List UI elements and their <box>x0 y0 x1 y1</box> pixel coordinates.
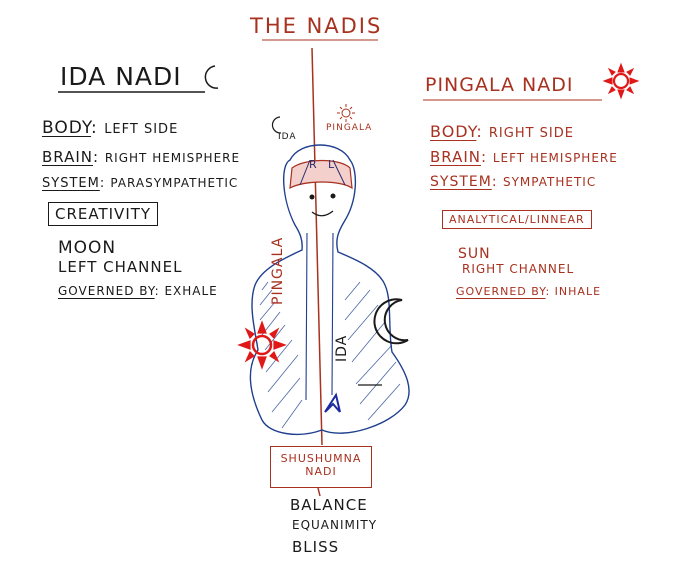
pingala-system-row: System: Sympathetic <box>430 174 597 190</box>
channel-pingala-label: Pingala <box>270 236 286 305</box>
large-moon-icon <box>373 298 409 345</box>
ida-body-value: Left Side <box>104 122 179 137</box>
head-l-label: L <box>328 158 336 171</box>
ida-quality-box: Creativity <box>48 202 159 226</box>
center-line2: Equanimity <box>292 518 378 532</box>
base-arrow <box>324 392 341 413</box>
ida-tag: Ida <box>278 132 297 142</box>
pingala-governed-value: Inhale <box>554 285 602 298</box>
pingala-small-sun-icon <box>337 104 355 122</box>
ida-brain-row: Brain: Right Hemisphere <box>42 148 241 166</box>
body-outline <box>249 144 410 435</box>
pingala-heading-sun-icon <box>602 62 640 100</box>
ida-system-value: Parasympathetic <box>110 176 239 190</box>
pingala-system-label: System <box>430 174 492 190</box>
pingala-body-label: Body <box>430 122 477 141</box>
page-title: The Nadis <box>250 14 383 38</box>
shushumna-line2: Nadi <box>305 465 337 478</box>
body-shading <box>259 281 401 429</box>
center-line3: Bliss <box>292 538 340 556</box>
ida-line2: Left Channel <box>58 258 183 276</box>
pingala-line2: Right Channel <box>462 262 575 276</box>
ida-brain-value: Right Hemisphere <box>104 151 241 165</box>
pingala-system-value: Sympathetic <box>502 175 597 189</box>
ida-brain-label: Brain <box>42 148 94 166</box>
head-r-label: R <box>309 158 318 171</box>
pingala-body-row: Body: Right Side <box>430 122 574 141</box>
pingala-brain-value: Left Hemisphere <box>492 151 618 165</box>
ida-governed-value: Exhale <box>164 284 218 298</box>
ida-governed-label: Governed By <box>58 284 155 298</box>
channel-ida-label: Ida <box>334 334 350 362</box>
pingala-heading: Pingala Nadi <box>425 74 574 96</box>
shushumna-line1: Shushumna <box>280 452 362 465</box>
central-line <box>311 47 323 446</box>
ida-body-label: Body <box>42 118 92 138</box>
ida-governed-row: Governed By: Exhale <box>58 284 218 298</box>
ida-line1: Moon <box>58 238 117 258</box>
pingala-governed-label: Governed By <box>456 285 546 298</box>
center-line1: Balance <box>290 496 368 514</box>
pingala-brain-label: Brain <box>430 148 482 166</box>
ida-heading: Ida Nadi <box>60 62 182 91</box>
ida-small-moon-icon <box>271 116 282 134</box>
ida-heading-moon-icon <box>204 65 219 89</box>
pingala-tag: Pingala <box>326 123 373 133</box>
large-sun-icon <box>237 320 287 370</box>
pingala-line1: Sun <box>458 246 491 262</box>
shushumna-box: Shushumna Nadi <box>270 446 372 488</box>
pingala-quality-box: Analytical/Linnear <box>442 210 592 229</box>
ida-system-label: System <box>42 176 100 191</box>
ida-body-row: Body: Left Side <box>42 118 179 138</box>
pingala-governed-row: Governed By: Inhale <box>456 285 602 298</box>
ida-system-row: System: Parasympathetic <box>42 176 239 191</box>
pingala-brain-row: Brain: Left Hemisphere <box>430 148 618 166</box>
pingala-body-value: Right Side <box>488 126 574 141</box>
